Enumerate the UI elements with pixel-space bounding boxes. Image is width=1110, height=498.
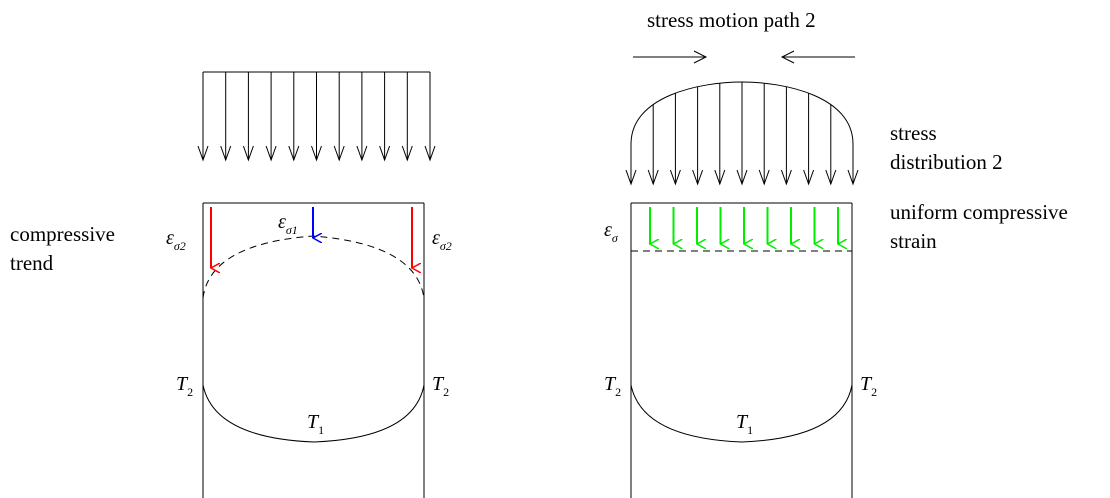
right-load-arrows — [625, 82, 859, 186]
right-load-arrow-head — [803, 169, 815, 186]
left-load-arrow-head — [401, 145, 413, 162]
left-strain-edge-label-right: εσ2 — [432, 227, 452, 253]
right-load-arrow-head — [736, 169, 748, 186]
left-body — [202, 202, 425, 498]
compressive-trend-label-line1: compressive — [10, 222, 115, 246]
left-load-arrow-head — [265, 145, 277, 162]
left-load-arrow-head — [288, 145, 300, 162]
right-load-arrow-head — [714, 169, 726, 186]
right-load-arrow-head — [825, 169, 837, 186]
right-panel: stress motion path 2 stress distribution… — [604, 8, 1068, 498]
motion-arrow-left — [780, 50, 855, 64]
uniform-strain-label-line2: strain — [890, 229, 937, 253]
right-temperature-curve — [630, 384, 853, 443]
uniform-strain-arrows — [649, 207, 838, 244]
right-temp-edge-label-right: T2 — [860, 373, 877, 399]
right-load-arrow-head — [847, 169, 859, 186]
motion-arrow-right — [633, 50, 708, 64]
right-load-arrow-head — [669, 169, 681, 186]
left-load-arrow-head — [220, 145, 232, 162]
right-load-arrow-head — [625, 169, 637, 186]
left-dashed-deformation-curve — [202, 235, 425, 299]
compressive-trend-label-line2: trend — [10, 251, 54, 275]
left-temp-edge-label-right: T2 — [432, 373, 449, 399]
right-load-arrow-head — [780, 169, 792, 186]
left-load-arrows — [197, 72, 436, 162]
left-load-arrow-head — [311, 145, 322, 162]
left-load-arrow-head — [379, 145, 391, 162]
left-panel: compressive trend εσ2 εσ1 εσ2 T2 T2 T1 — [10, 71, 452, 498]
right-load-arrow-head — [692, 169, 704, 186]
right-temp-edge-label-left: T2 — [604, 373, 621, 399]
uniform-strain-label-line1: uniform compressive — [890, 200, 1068, 224]
left-load-arrow-head — [242, 145, 254, 162]
left-temp-center-label: T1 — [307, 411, 324, 437]
right-strain-label: εσ — [604, 219, 619, 245]
right-temp-center-label: T1 — [736, 411, 753, 437]
left-load-arrow-head — [356, 145, 368, 162]
left-strain-edge-label-left: εσ2 — [166, 227, 186, 253]
right-load-arrow-head — [647, 169, 659, 186]
left-load-arrow-head — [424, 145, 436, 162]
left-load-arrow-head — [197, 145, 209, 162]
stress-distribution-label-line1: stress — [890, 121, 937, 145]
stress-distribution-label-line2: distribution 2 — [890, 150, 1003, 174]
left-strain-center-label: εσ1 — [278, 211, 298, 237]
right-body — [630, 202, 853, 498]
left-temp-edge-label-left: T2 — [176, 373, 193, 399]
right-load-arrow-head — [758, 169, 770, 186]
left-load-arrow-head — [333, 145, 345, 162]
left-temperature-curve — [202, 384, 425, 443]
stress-motion-path-label: stress motion path 2 — [647, 8, 816, 32]
